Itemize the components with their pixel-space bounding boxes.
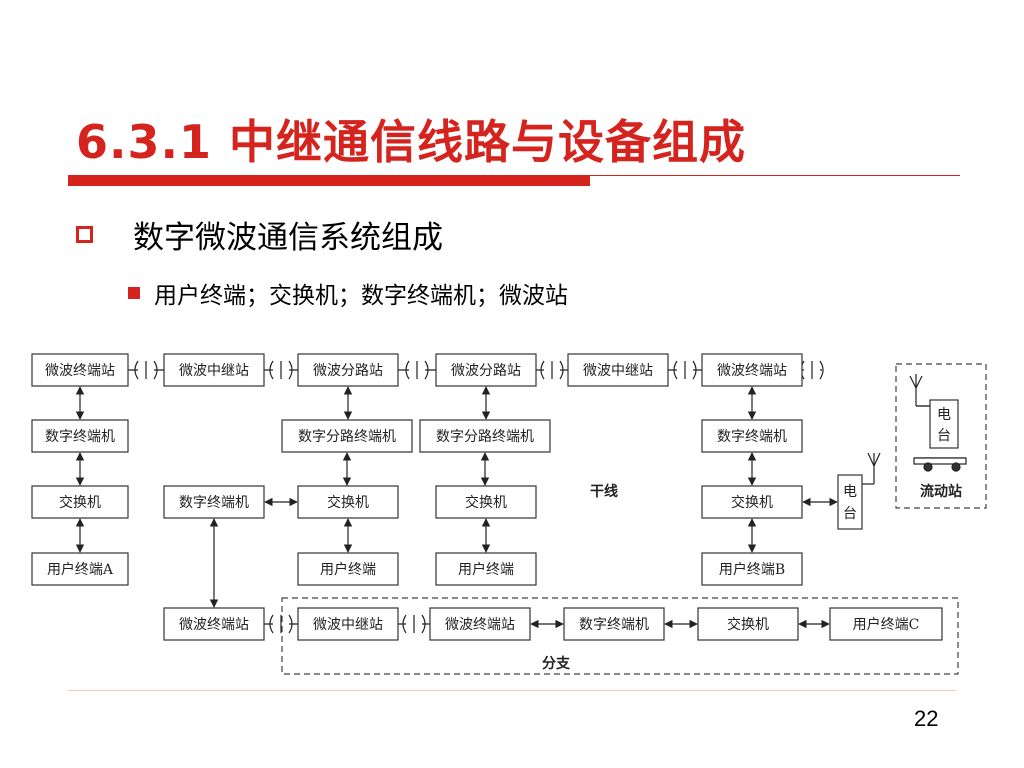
page-number: 22 (914, 706, 939, 731)
diagram-node-label: 交换机 (727, 616, 769, 633)
diagram-node-label: 交换机 (327, 494, 369, 511)
diagram-node-r2c4: 数字分路终端机 (419, 419, 551, 453)
diagram-node-label: 交换机 (59, 494, 101, 511)
diagram-node-r3c2: 数字终端机 (163, 485, 265, 519)
diagram-node-r4c6: 用户终端B (701, 552, 803, 586)
microwave-link-open (800, 360, 824, 380)
diagram-node-r1c4: 微波分路站 (435, 353, 537, 387)
radio-unit-label-top: 电 (843, 484, 857, 500)
diagram-node-r4c3: 用户终端 (297, 552, 399, 586)
title-underline-thin (590, 175, 960, 176)
microwave-link (398, 614, 430, 634)
bullet-level-2-text: 用户终端；交换机；数字终端机；微波站 (154, 283, 568, 309)
diagram-node-label: 用户终端C (853, 616, 920, 633)
mobile-antenna-icon (909, 374, 930, 407)
diagram-node-label: 微波中继站 (583, 363, 653, 379)
diagram-node-r1c3: 微波分路站 (297, 353, 399, 387)
diagram-node-b4: 数字终端机 (563, 607, 665, 641)
microwave-link (128, 360, 164, 380)
diagram-node-label: 用户终端B (719, 561, 785, 578)
diagram-node-label: 微波终端站 (179, 617, 249, 633)
diagram-node-label: 用户终端A (47, 561, 114, 578)
mobile-radio-label-bottom: 台 (937, 428, 951, 444)
diagram-node-r4c1: 用户终端A (31, 552, 129, 586)
mobile-station-label: 流动站 (920, 483, 962, 500)
diagram-node-label: 交换机 (731, 494, 773, 511)
microwave-link (398, 360, 436, 380)
microwave-link (264, 360, 298, 380)
diagram-node-label: 数字终端机 (45, 429, 115, 445)
diagram-node-r1c1: 微波终端站 (31, 353, 129, 387)
vehicle-icon (913, 457, 967, 472)
diagram-node-b1: 微波终端站 (163, 607, 265, 641)
diagram-node-label: 数字终端机 (717, 429, 787, 445)
diagram-node-b2: 微波中继站 (297, 607, 399, 641)
diagram-node-label: 用户终端 (458, 561, 514, 578)
diagram-node-label: 数字分路终端机 (436, 429, 534, 445)
diagram-node-r1c6: 微波终端站 (701, 353, 803, 387)
diagram-node-r2c3: 数字分路终端机 (281, 419, 413, 453)
diagram-node-label: 微波终端站 (445, 617, 515, 633)
diagram-node-b5: 交换机 (697, 607, 799, 641)
title-underline-thick (68, 175, 590, 186)
microwave-link (536, 360, 568, 380)
diagram-node-label: 微波分路站 (451, 363, 521, 379)
diagram-node-r2c1: 数字终端机 (31, 419, 129, 453)
bullet-level-1: 数字微波通信系统组成 (76, 212, 443, 257)
diagram-node-label: 微波终端站 (45, 363, 115, 379)
diagram-node-r1c5: 微波中继站 (567, 353, 669, 387)
solid-square-icon (128, 287, 140, 299)
diagram-node-r3c3: 交换机 (297, 485, 399, 519)
diagram-node-label: 数字终端机 (179, 495, 249, 511)
branch-dashed-region (281, 597, 959, 675)
microwave-link (264, 614, 298, 634)
diagram-node-r1c2: 微波中继站 (163, 353, 265, 387)
diagram-node-label: 数字终端机 (579, 617, 649, 633)
diagram-node-label: 微波终端站 (717, 363, 787, 379)
diagram-node-r3c1: 交换机 (31, 485, 129, 519)
diagram-node-label: 数字分路终端机 (298, 429, 396, 445)
trunk-label: 干线 (590, 483, 618, 500)
slide-title: 6.3.1 中继通信线路与设备组成 (76, 115, 746, 169)
radio-unit-label-bottom: 台 (843, 506, 857, 522)
diagram-node-r3c4: 交换机 (435, 485, 537, 519)
radio-unit-box (837, 474, 863, 530)
diagram-node-label: 微波中继站 (179, 363, 249, 379)
diagram-node-label: 微波分路站 (313, 363, 383, 379)
mobile-radio-box (929, 399, 959, 449)
microwave-link (668, 360, 702, 380)
footer-divider (68, 690, 956, 691)
mobile-radio-label-top: 电 (937, 407, 951, 423)
diagram-node-b3: 微波终端站 (429, 607, 531, 641)
diagram-node-b6: 用户终端C (829, 607, 943, 641)
diagram-node-r2c6: 数字终端机 (701, 419, 803, 453)
diagram-node-label: 微波中继站 (313, 617, 383, 633)
branch-label: 分支 (542, 655, 571, 672)
diagram-node-label: 交换机 (465, 494, 507, 511)
bullet-level-2: 用户终端；交换机；数字终端机；微波站 (128, 276, 568, 310)
mobile-station-dashed-region (895, 363, 987, 509)
hollow-square-icon (76, 226, 93, 243)
diagram-node-label: 用户终端 (320, 561, 376, 578)
antenna-icon (862, 452, 881, 485)
diagram-node-r4c4: 用户终端 (435, 552, 537, 586)
bullet-level-1-text: 数字微波通信系统组成 (133, 220, 443, 256)
diagram-node-r3c6: 交换机 (701, 485, 803, 519)
